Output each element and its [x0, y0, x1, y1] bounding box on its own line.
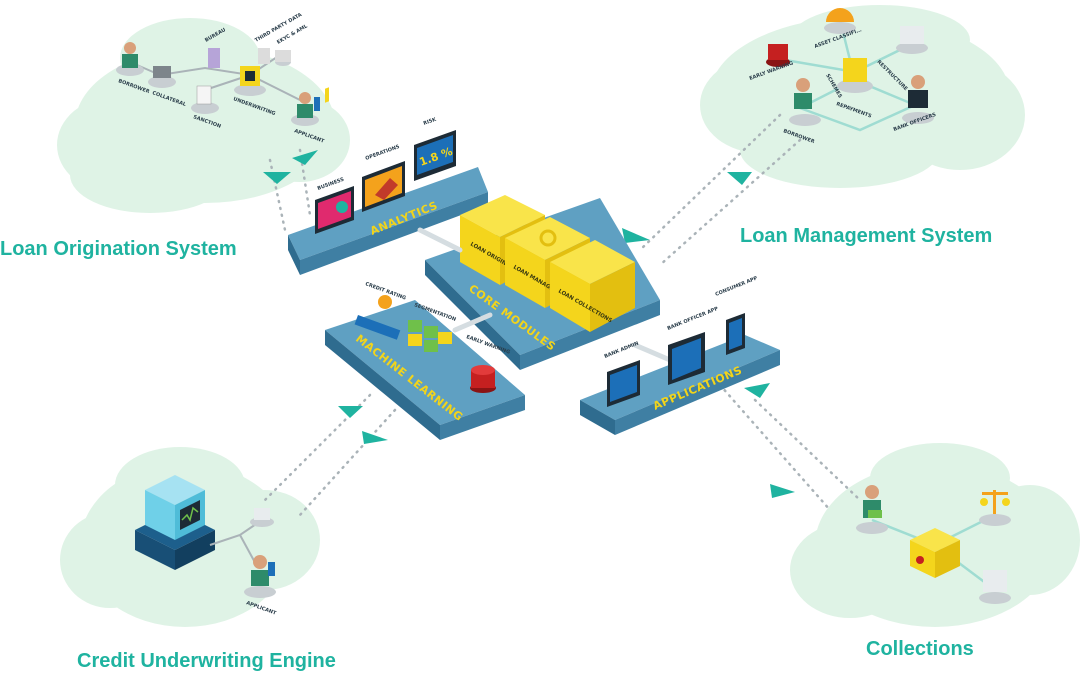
collections-title: Collections [866, 638, 974, 660]
arrow-icon [744, 383, 770, 398]
risk-screen: 1.8 % RISK [414, 116, 456, 181]
arrow-icon [727, 172, 752, 185]
applicant-node: APPLICANT [291, 92, 325, 145]
core-modules-platform: CORE MODULES LOAN ORIGINATION LOAN MANAG… [425, 195, 660, 370]
arrow-icon [292, 150, 318, 165]
svg-text:BANK OFFICER APP: BANK OFFICER APP [667, 306, 720, 332]
arrow-icon [338, 406, 363, 418]
collections-nodes [856, 485, 1011, 604]
collector-node [856, 485, 888, 534]
platform-pipes [417, 227, 673, 363]
collections-cube [910, 528, 960, 578]
dotted-connectors [263, 113, 862, 517]
bank-node [896, 26, 928, 54]
arrow-icon [263, 172, 291, 184]
loan-origination-title: Loan Origination System [0, 238, 237, 260]
credit-underwriting-title: Credit Underwriting Engine [77, 650, 336, 672]
svg-text:OPERATIONS: OPERATIONS [365, 144, 401, 162]
arrow-icon [362, 431, 388, 444]
arrow-icon [622, 228, 650, 243]
legal-scale-node [979, 490, 1011, 526]
flow-arrows [263, 150, 795, 498]
cloud-loan-management [700, 5, 1025, 188]
credit-underwriting-nodes: APPLICANT [135, 475, 277, 617]
svg-text:CONSUMER APP: CONSUMER APP [715, 275, 759, 298]
collections-bank-node [979, 570, 1011, 604]
svg-text:RISK: RISK [423, 116, 439, 127]
analytics-platform: ANALYTICS BUSINESS OPERATIONS 1.8 % RISK [288, 87, 488, 275]
svg-text:BUSINESS: BUSINESS [317, 177, 346, 192]
loan-management-title: Loan Management System [740, 225, 992, 247]
server-cube [135, 475, 215, 570]
loan-collections-cube: LOAN COLLECTIONS [550, 240, 635, 332]
arrow-icon [770, 484, 795, 498]
svg-text:BANK ADMIN: BANK ADMIN [604, 341, 640, 360]
